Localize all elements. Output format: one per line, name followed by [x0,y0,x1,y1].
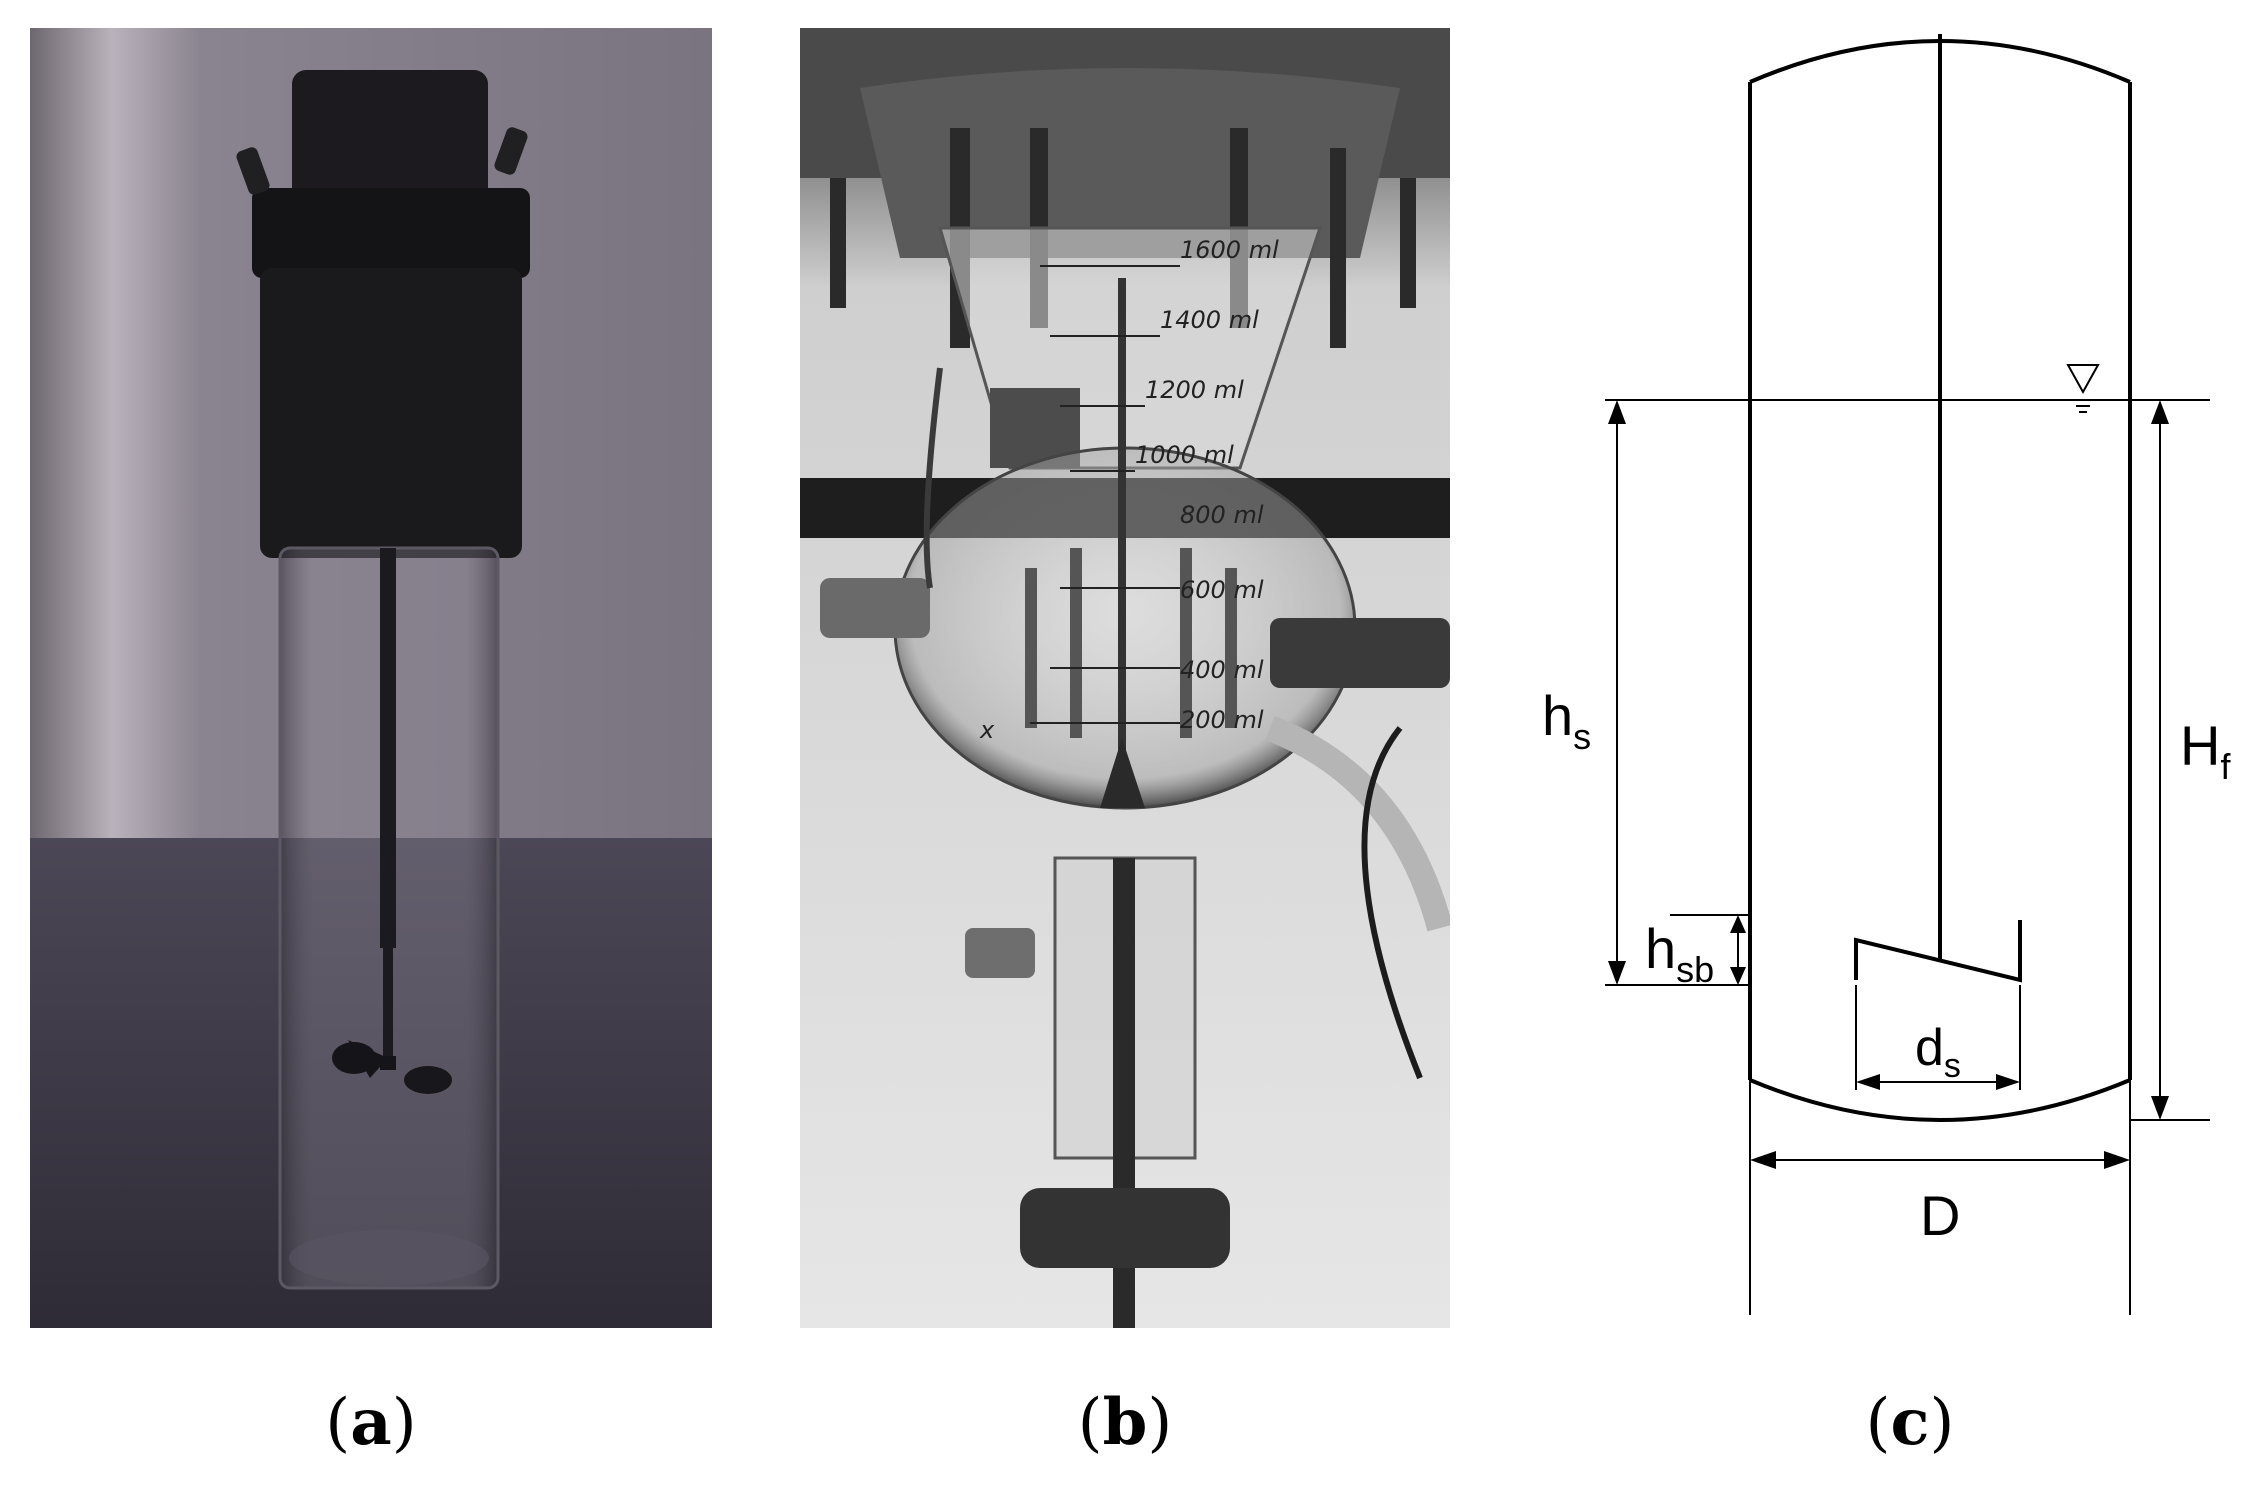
scale-1600: 1600 ml [1180,236,1279,264]
label-D: D [1920,1184,1960,1247]
photo-panel-b: 1600 ml 1400 ml 1200 ml 1000 ml 800 ml 6… [800,28,1450,1328]
liquid-surface-icon [2066,364,2100,413]
caption-c: (c) [1865,1385,1955,1460]
photo-panel-a [30,28,712,1328]
label-ds: ds [1915,1019,1961,1085]
scale-600: 600 ml [1180,576,1264,604]
scale-400: 400 ml [1180,656,1264,684]
vessel-bottom-curve [1749,1078,2131,1122]
label-Hf: Hf [2180,714,2231,787]
scale-1200: 1200 ml [1145,376,1244,404]
scale-200: 200 ml [1180,706,1264,734]
caption-b: (b) [1077,1385,1173,1460]
scale-800: 800 ml [1180,501,1264,529]
diagram-panel-c: hs hsb Hf ds D [1520,0,2264,1340]
caption-a: (a) [325,1385,417,1460]
reactor-schematic: hs hsb Hf ds D [1542,34,2231,1315]
scale-1000: 1000 ml [1135,441,1234,469]
label-hs: hs [1542,684,1591,757]
scale-x-mark: x [979,716,995,744]
scale-1400: 1400 ml [1160,306,1259,334]
label-hsb: hsb [1645,917,1714,990]
vial-photo [30,28,712,1328]
reactor-photo: 1600 ml 1400 ml 1200 ml 1000 ml 800 ml 6… [800,28,1450,1328]
